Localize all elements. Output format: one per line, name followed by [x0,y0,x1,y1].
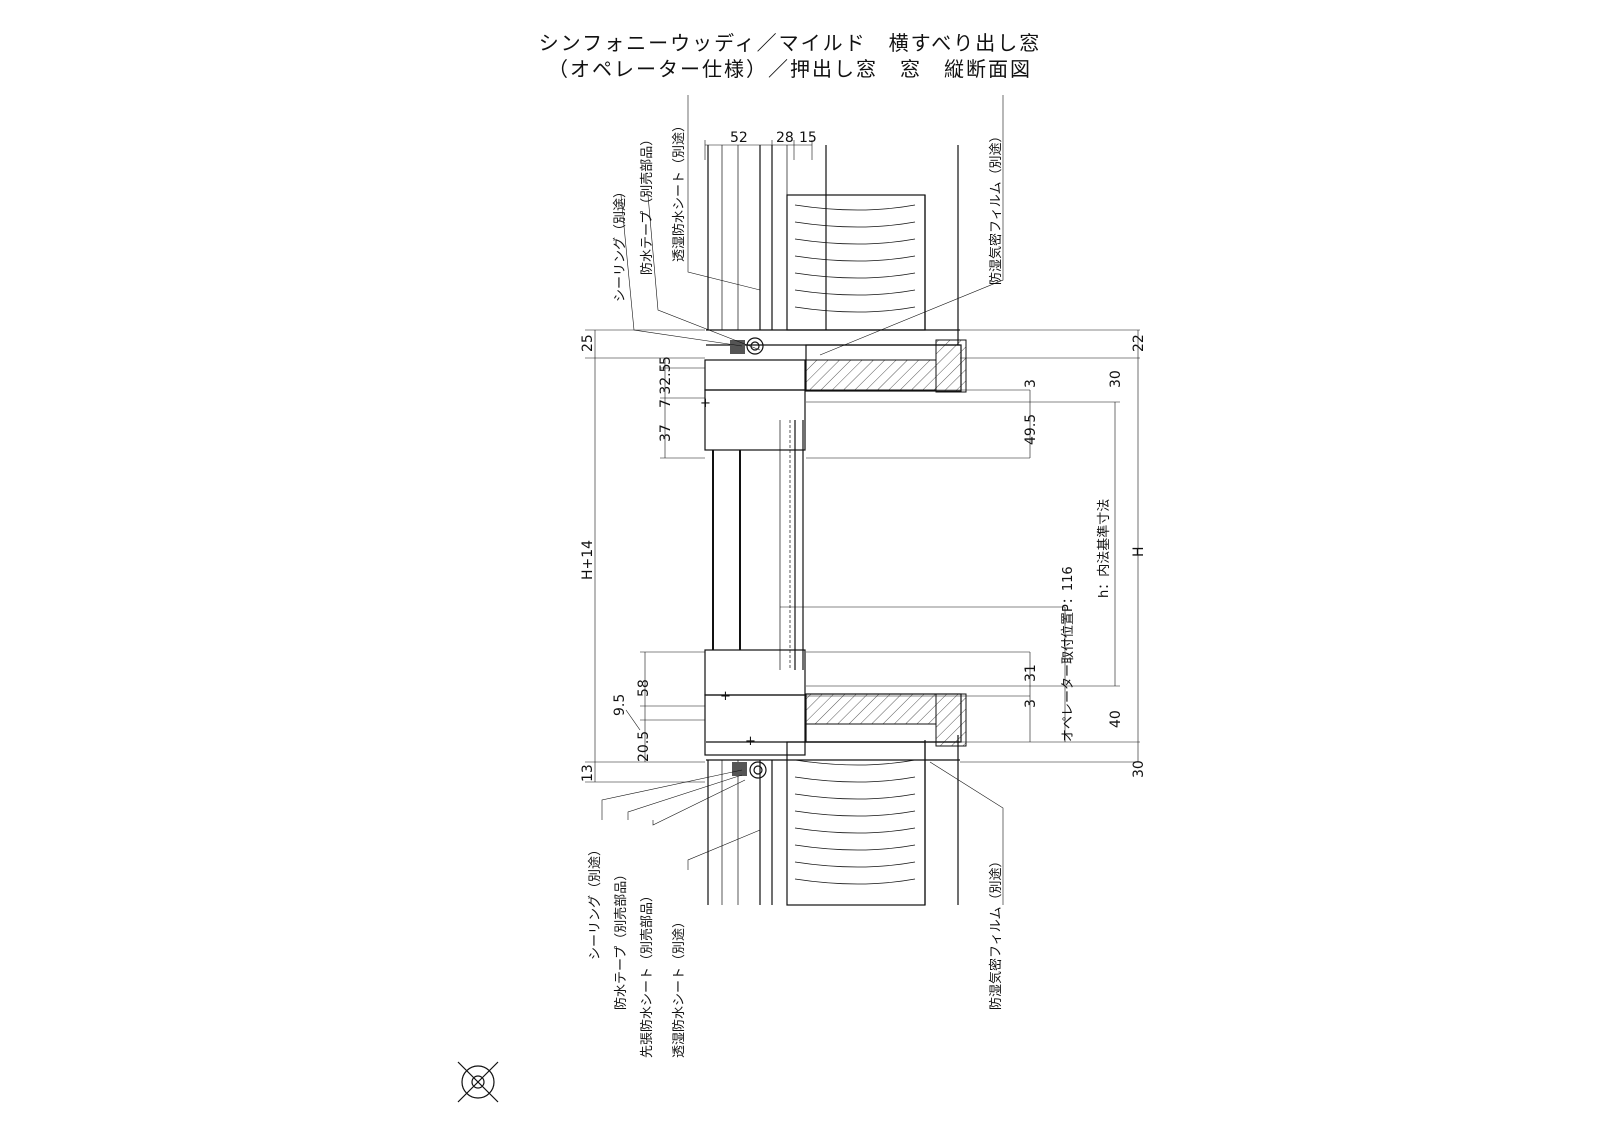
frame-cross-1: + [700,396,711,411]
dim-left-95: 9.5 [612,694,628,716]
dim-left-13: 13 [580,764,596,782]
label-waterproof-tape-bottom: 防水テープ（別売部品） [613,868,629,1010]
dim-left-5: 5 [658,356,674,365]
top-dimensions: 52 28 15 [730,130,817,146]
wood-trim [805,339,967,747]
title-line-1: シンフォニーウッディ／マイルド 横すべり出し窓 [539,31,1042,55]
dim-right-30a: 30 [1108,370,1124,388]
wall-structure [706,145,962,906]
dim-right-h-inner: h：内法基準寸法 [1096,499,1112,598]
frame-cross-3: + [745,734,756,749]
dim-right-495: 49.5 [1023,414,1039,445]
right-dimensions: 22 30 3 49.5 H h：内法基準寸法 オペレーター取付位置P：116 … [1023,334,1147,778]
dim-left-37: 37 [658,424,674,442]
dimension-lines [585,140,1140,783]
label-waterproof-tape-top: 防水テープ（別売部品） [639,133,655,275]
dim-top-28: 28 [776,130,794,146]
dim-right-H: H [1131,546,1147,557]
dim-right-40: 40 [1108,710,1124,728]
dim-right-3b: 3 [1023,699,1039,708]
labels-bottom: シーリング（別途） 防水テープ（別売部品） 先張防水シート（別売部品） 透湿防水… [587,843,1004,1058]
labels-top: シーリング（別途） 防水テープ（別売部品） 透湿防水シート（別途） 防湿気密フィ… [612,119,1004,302]
dim-top-52: 52 [730,130,748,146]
dim-left-205: 20.5 [636,731,652,762]
left-dimensions: 25 5 7 32.5 37 H+14 58 9.5 20.5 13 [580,334,674,782]
dim-left-h14: H+14 [580,540,596,580]
dim-left-58: 58 [636,679,652,697]
label-breathable-sheet-top: 透湿防水シート（別途） [671,119,687,262]
label-sealing-bottom: シーリング（別途） [587,843,603,960]
dim-right-3a: 3 [1023,379,1039,388]
label-breathable-sheet-bottom: 透湿防水シート（別途） [671,915,687,1058]
frame-cross-2: + [720,689,731,704]
leader-lines [601,95,1004,905]
dim-left-7325: 7 32.5 [658,363,674,408]
dim-left-25: 25 [580,334,596,352]
north-mark-icon [457,1061,499,1103]
label-pretension-sheet-bottom: 先張防水シート（別売部品） [639,889,655,1058]
title-line-2: （オペレーター仕様）／押出し窓 窓 縦断面図 [548,57,1032,81]
dim-top-15: 15 [799,130,817,146]
label-sealing-top: シーリング（別途） [612,185,628,302]
dim-right-30b: 30 [1131,760,1147,778]
insulation-pattern [794,204,916,885]
dim-right-operator: オペレーター取付位置P：116 [1061,566,1076,742]
dim-right-22: 22 [1131,334,1147,352]
window-frame: + + + [700,337,806,779]
dim-right-31: 31 [1023,664,1039,682]
label-vapor-film-bottom: 防湿気密フィルム（別途） [988,855,1004,1010]
label-vapor-film-top: 防湿気密フィルム（別途） [988,130,1004,285]
